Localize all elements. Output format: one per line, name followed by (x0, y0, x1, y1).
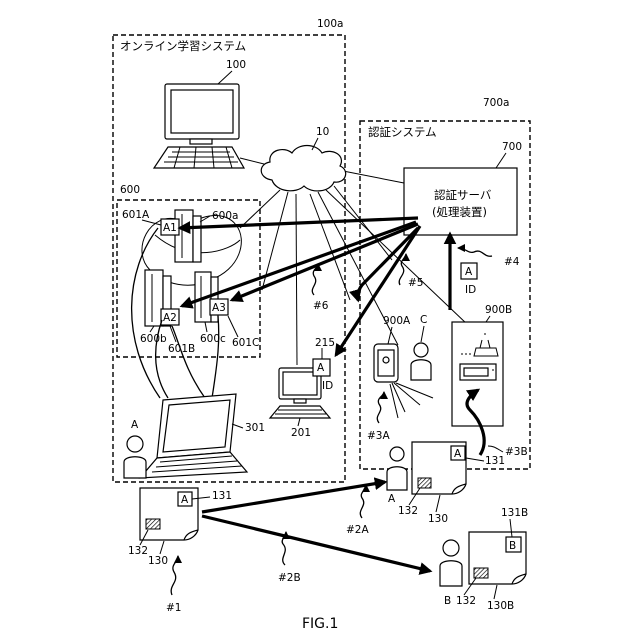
card-A1-label: A1 (163, 222, 177, 234)
ref-3B-label: #3B (505, 446, 528, 458)
network-cloud (261, 146, 345, 191)
ref-2A-label: #2A (346, 524, 369, 536)
card-A2-label: A2 (163, 312, 177, 324)
card-A3-label: A3 (212, 302, 226, 314)
arrow-2B (202, 516, 430, 571)
mark-B-132-label: 132 (456, 595, 476, 607)
ref-3A-label: #3A (367, 430, 390, 442)
card-215-letter: A (317, 362, 325, 374)
card-130B-label: 130B (487, 600, 514, 612)
device-900B-label: 900B (485, 304, 512, 316)
card-right-letter: A (454, 448, 462, 460)
ref-1-label: #1 (166, 602, 181, 614)
group-600-label: 600 (120, 184, 140, 196)
computer-100-label: 100 (226, 59, 246, 71)
terminal-201-label: 201 (291, 427, 311, 439)
person-A-right-label: A (388, 493, 396, 505)
laptop-301-label: 301 (245, 422, 265, 434)
device-600c-label: 600c (200, 333, 226, 345)
figure-caption: FIG.1 (302, 616, 338, 632)
system-700a-label: 700a (483, 97, 509, 109)
device-600b-label: 600b (140, 333, 167, 345)
scan-beam-lines (390, 383, 433, 418)
ref-3B-leader (488, 446, 503, 452)
ref-4-label: #4 (504, 256, 520, 268)
device-600a-icon (175, 210, 201, 262)
card-215-id: ID (322, 380, 333, 392)
ref-2A-squiggle (360, 485, 366, 518)
card-A-id-letter: A (465, 266, 473, 278)
ref-6-label: #6 (313, 300, 329, 312)
ref-3A-squiggle (377, 392, 384, 423)
auth-system-title: 認証システム (368, 125, 437, 139)
auth-server-title: 認証サーバ (434, 188, 492, 202)
auth-server-subtitle: (処理装置) (432, 205, 487, 219)
card-130B-icon (469, 532, 526, 584)
card-131-letter: A (181, 494, 189, 506)
terminal-215-label: 215 (315, 337, 335, 349)
card-B-letter: B (509, 540, 516, 552)
device-600a-label: 600a (212, 210, 238, 222)
device-601C-label: 601C (232, 337, 259, 349)
card-130-label: 130 (148, 555, 168, 567)
mark-right-132-label: 132 (398, 505, 418, 517)
device-900A-label: 900A (383, 315, 411, 327)
device-900A-icon (374, 344, 398, 382)
card-right-131-label: 131 (485, 455, 505, 467)
person-A-right-icon (387, 447, 407, 490)
person-C-icon (411, 343, 431, 380)
card-131-label: 131 (212, 490, 232, 502)
ref-6-squiggle (312, 264, 318, 295)
laptop-301-icon (140, 394, 247, 478)
card-131B-label: 131B (501, 507, 528, 519)
card-right-130-label: 130 (428, 513, 448, 525)
ref-2B-label: #2B (278, 572, 301, 584)
person-A-icon (124, 436, 146, 478)
person-B-label: B (444, 595, 451, 607)
server-700-label: 700 (502, 141, 522, 153)
online-learning-system-title: オンライン学習システム (120, 39, 246, 53)
person-A-top-label: A (131, 419, 139, 431)
system-100a-label: 100a (317, 18, 343, 30)
person-B-icon (440, 540, 462, 586)
network-label: 10 (316, 126, 329, 138)
device-601A-label: 601A (122, 209, 150, 221)
card-130-icon (140, 488, 198, 540)
desktop-computer-icon (154, 84, 244, 168)
ref-4-squiggle (458, 248, 492, 256)
ref-5-label: #5 (408, 277, 423, 289)
ref-1-squiggle (171, 556, 178, 595)
person-C-label: C (420, 314, 427, 326)
card-A-id-text: ID (465, 284, 476, 296)
mark-132-label: 132 (128, 545, 148, 557)
